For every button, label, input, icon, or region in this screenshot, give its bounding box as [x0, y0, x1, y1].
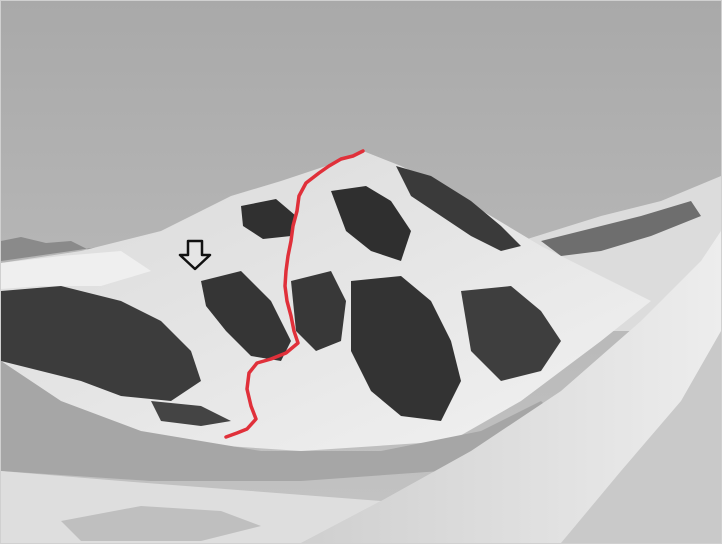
valley-shadow: [1, 361, 561, 481]
foreground-drift: [61, 506, 261, 541]
rock-band-left: [1, 286, 201, 401]
foreground-slope: [301, 231, 721, 543]
rock-band-center-left: [201, 271, 291, 361]
rock-base: [151, 401, 231, 426]
rock-summit-face: [331, 186, 411, 261]
rock-center: [291, 271, 346, 351]
left-ridge: [1, 237, 141, 261]
rock-ridge-right: [396, 166, 521, 251]
foreground-slope-shadow: [561, 331, 721, 543]
right-ridge-rocks: [541, 201, 701, 256]
left-snowfield: [1, 251, 151, 289]
rock-top-left: [241, 199, 296, 239]
route-line: [224, 149, 365, 439]
rock-lower-right: [461, 286, 561, 381]
down-arrow-icon: [178, 239, 212, 271]
rock-right-face: [351, 276, 461, 421]
